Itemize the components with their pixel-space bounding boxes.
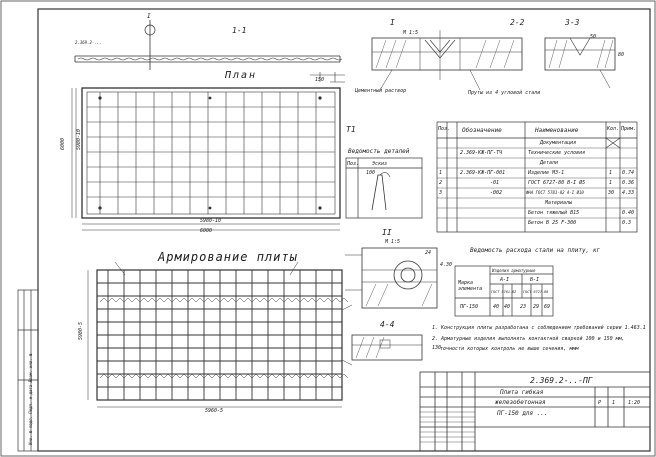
spec-row-2-designation: 2.369-КЖ-ПГ-ТЧ [460,150,503,156]
note-1: 1. Конструкция плиты разработана с соблю… [432,325,646,331]
dim-width: 6000 [200,228,213,234]
spec-row-2-name: Детали [540,160,559,166]
section-3-3-label: 3-3 [565,18,580,27]
dim-50: 50 [590,34,597,40]
spec-row-7-name: Бетон тяжелый В15 [528,210,580,216]
dim-bracket-top [310,72,345,82]
dim-80: 80 [618,52,625,58]
section-1-1-view [74,20,343,70]
steel-B1: В-I [530,277,540,283]
mark-T1: T1 [346,125,356,134]
stamp-name-3: ПГ-150 для ... [497,410,548,417]
spec-h-note: Прим. [621,126,637,132]
scale-node: М 1:5 [385,239,401,245]
steel-value-4: 69 [544,304,551,310]
stamp-scale: 1:20 [628,400,641,406]
spec-row-3-qty: 1 [609,170,613,176]
dim-height: 6000 [60,137,66,150]
section-2-2-label: 2-2 [510,18,525,27]
spec-row-1-name: Технические условия [528,150,586,156]
note-2: 2. Арматурные изделия выполнять контактн… [432,336,625,342]
dim-130: 130 [432,345,442,351]
dim-bottom-rein: 5960-5 [205,408,224,414]
spec-h-qty: Кол. [607,126,620,132]
spec-row-4-note: 0.36 [622,180,635,186]
title-block-stamp [419,371,651,452]
stamp-name-1: Плита гибкая [500,389,544,396]
note-3: точности которых контроль не выше сечени… [440,346,579,352]
mark-I-right: I [390,18,395,27]
steel-gost2: ГОСТ 6727-80 [523,290,549,294]
left-stamp-label: Инв. № подл. Подп. и дата Взам. инв. № [28,353,33,445]
spec-row-5-note: 4.33 [622,190,635,196]
steel-value-3: 29 [533,304,540,310]
spec-row-3-pos: 1 [439,170,443,176]
parts-sketch: Эскиз [372,161,388,167]
spec-row-4-designation: -01 [490,180,500,186]
spec-table [436,121,638,233]
spec-row-3-name: Изделие МЗ-1 [528,170,565,176]
dim-4-30: 4.30 [440,262,453,268]
reinforcement-title: Армирование плиты [158,250,298,264]
dim-150-plan: 150 [315,77,325,83]
steel-class-header: Изделия арматурные [492,268,536,273]
spec-row-4-qty: 1 [609,180,613,186]
node-II-detail [345,247,438,309]
steel-value-1: 40 [504,304,511,310]
spec-row-4-name: ГОСТ 6727-80 В-I Ø5 [528,180,586,186]
spec-h-pos: Поз. [438,126,451,132]
spec-h-designation: Обозначение [462,127,502,134]
scale-small: М 1:5 [403,30,419,36]
stamp-code: 2.369.2-..-ПГ [530,376,593,385]
section-4-4-view [351,334,423,361]
note-embed: Пруты из 4 угловой стали [468,90,541,96]
drawing-frame [37,8,651,452]
note-cement: Цементный раствор [355,88,407,94]
plan-title: План [225,70,258,81]
left-side-stamp [17,289,39,452]
spec-row-5-name: ФНА ГОСТ 5781-82 А-I Ø10 [526,190,584,195]
spec-row-5-pos: 3 [439,190,443,196]
parts-sketch-dim: 100 [366,170,376,176]
code-top: 2.369.2-... [75,40,102,45]
plan-view [71,81,345,231]
dim-24: 24 [425,250,432,256]
spec-row-7-note: 0.40 [622,210,635,216]
spec-row-3-designation: 2.369-КЖ-ПГ-001 [460,170,506,176]
mark-II: II [382,228,392,237]
steel-value-2: 23 [520,304,527,310]
spec-row-8-note: 0.3 [622,220,632,226]
stamp-stage: Р [598,400,602,406]
steel-value-0: 40 [493,304,500,310]
parts-pos: Поз. [347,161,360,167]
reinforcement-view [87,261,353,408]
steel-A1: А-I [500,277,510,283]
steel-table [454,265,554,317]
steel-mark: Марка элемента [458,280,483,292]
section-1-1-label: 1-1 [232,26,247,35]
steel-elem: ПГ-150 [460,304,479,310]
dim-side-rein: 5980-5 [78,321,84,340]
section-4-4-label: 4-4 [380,320,395,329]
stamp-sheet: 1 [612,400,616,406]
spec-row-5-designation: -002 [490,190,503,196]
parts-label: Ведомость деталей [348,148,410,155]
spec-row-5-qty: 30 [608,190,615,196]
spec-row-4-pos: 2 [439,180,443,186]
dim-height-inner: 5980-10 [76,128,82,150]
steel-gost: ГОСТ 5781-82 [491,290,517,294]
section-3-3-view [544,37,616,89]
stamp-name-2: железобетонная [495,399,546,406]
mark-I-top: I [147,13,151,20]
dim-width-inner: 5980-10 [200,218,222,224]
spec-row-0-name: Документация [540,140,577,146]
spec-row-8-name: Бетон В 25 F-300 [528,220,577,226]
spec-row-6-name: Материалы [545,200,573,206]
spec-row-3-note: 0.74 [622,170,635,176]
section-2-2-view [371,30,523,91]
spec-h-name: Наименование [535,127,579,134]
parts-sheet-table [345,157,423,219]
steel-title: Ведомость расхода стали на плиту, кг [470,247,601,254]
